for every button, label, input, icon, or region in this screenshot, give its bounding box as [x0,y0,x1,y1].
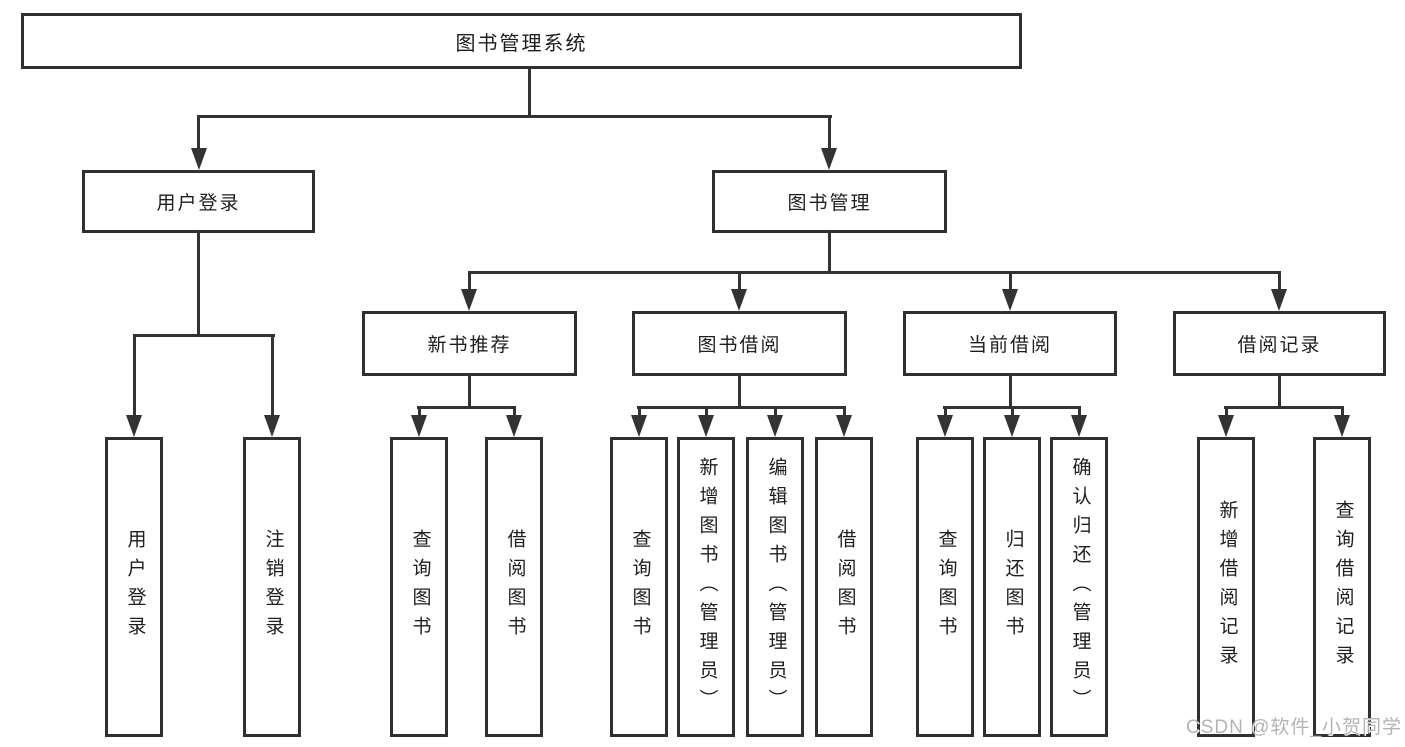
node-user-login-label: 用户登录 [156,193,241,214]
leaf-return-book-label: 归还图书 [1002,529,1024,645]
arrowhead-leaf-query-record [1334,415,1350,437]
leaf-query-borrow-record: 查询借阅记录 [1313,437,1371,737]
arrowhead-leaf-add-record [1218,415,1234,437]
connector-current-borrow-stem [1009,374,1012,408]
leaf-logout-label: 注销登录 [262,529,284,645]
leaf-confirm-return-admin: 确认归还（管理员） [1050,437,1108,737]
connector-borrow-record-rail [1224,406,1344,409]
leaf-add-book-admin: 新增图书（管理员） [677,437,735,737]
connector-borrow-record-drop-2 [1341,406,1344,417]
arrowhead-leaf-borrow-book-2 [836,415,852,437]
arrowhead-book-management [821,148,837,170]
leaf-query-book-1-label: 查询图书 [409,529,431,645]
arrowhead-leaf-confirm-return [1071,415,1087,437]
leaf-return-book: 归还图书 [983,437,1041,737]
connector-book-borrow-stem [738,374,741,408]
node-book-management-label: 图书管理 [787,193,872,214]
connector-user-login-drop-2 [271,334,274,417]
arrowhead-new-book-recommend [461,289,477,311]
node-book-borrow: 图书借阅 [632,311,847,376]
arrowhead-leaf-return-book [1004,415,1020,437]
connector-borrow-record-stem [1278,374,1281,408]
arrowhead-leaf-logout [264,415,280,437]
connector-root-rail [197,115,832,118]
connector-current-borrow-drop-1 [944,406,947,417]
leaf-add-borrow-record: 新增借阅记录 [1197,437,1255,737]
leaf-confirm-return-admin-label: 确认归还（管理员） [1069,456,1091,718]
connector-root-stem [528,68,531,117]
leaf-query-book-1: 查询图书 [390,437,448,737]
arrowhead-book-borrow [731,289,747,311]
node-new-book-recommend: 新书推荐 [362,311,577,376]
connector-borrow-record-drop-1 [1225,406,1228,417]
connector-book-borrow-drop-1 [638,406,641,417]
connector-current-borrow-drop-3 [1078,406,1081,417]
leaf-add-borrow-record-label: 新增借阅记录 [1216,500,1238,674]
leaf-query-borrow-record-label: 查询借阅记录 [1332,500,1354,674]
node-current-borrow-label: 当前借阅 [967,335,1052,356]
connector-user-login-stem [197,231,200,337]
leaf-user-login-label: 用户登录 [124,529,146,645]
leaf-query-book-2: 查询图书 [610,437,668,737]
connector-book-management-stem [828,231,831,274]
node-book-management: 图书管理 [712,170,947,233]
connector-book-borrow-drop-3 [774,406,777,417]
leaf-user-login: 用户登录 [105,437,163,737]
connector-root-drop-right [828,115,831,150]
leaf-edit-book-admin-label: 编辑图书（管理员） [765,456,787,718]
node-current-borrow: 当前借阅 [903,311,1117,376]
leaf-query-book-3-label: 查询图书 [935,529,957,645]
connector-book-borrow-drop-2 [705,406,708,417]
connector-new-book-drop-2 [513,406,516,417]
connector-current-borrow-drop-2 [1011,406,1014,417]
connector-drop-book-borrow [738,271,741,291]
leaf-query-book-2-label: 查询图书 [629,529,651,645]
connector-book-borrow-rail [637,406,846,409]
connector-book-management-rail [468,271,1281,274]
leaf-logout: 注销登录 [243,437,301,737]
node-new-book-recommend-label: 新书推荐 [427,335,512,356]
leaf-query-book-3: 查询图书 [916,437,974,737]
node-root-label: 图书管理系统 [455,32,588,55]
node-borrow-record-label: 借阅记录 [1237,335,1322,356]
arrowhead-user-login [191,148,207,170]
connector-drop-borrow-record [1278,271,1281,291]
node-user-login: 用户登录 [82,170,315,233]
arrowhead-borrow-record [1271,289,1287,311]
arrowhead-leaf-query-book-1 [411,415,427,437]
arrowhead-leaf-user-login [126,415,142,437]
connector-drop-current-borrow [1009,271,1012,291]
watermark: CSDN @软件_小贺同学 [1186,717,1402,738]
arrowhead-current-borrow [1002,289,1018,311]
connector-new-book-stem [468,374,471,408]
connector-user-login-drop-1 [133,334,136,417]
connector-book-borrow-drop-4 [843,406,846,417]
leaf-borrow-book-2-label: 借阅图书 [834,529,856,645]
leaf-edit-book-admin: 编辑图书（管理员） [746,437,804,737]
arrowhead-leaf-query-book-3 [937,415,953,437]
arrowhead-leaf-edit-book [767,415,783,437]
connector-user-login-rail [133,334,275,337]
leaf-borrow-book-1-label: 借阅图书 [504,529,526,645]
connector-drop-new-book [468,271,471,291]
arrowhead-leaf-query-book-2 [631,415,647,437]
leaf-add-book-admin-label: 新增图书（管理员） [696,456,718,718]
arrowhead-leaf-borrow-book-1 [506,415,522,437]
connector-new-book-drop-1 [418,406,421,417]
leaf-borrow-book-2: 借阅图书 [815,437,873,737]
node-book-borrow-label: 图书借阅 [697,335,782,356]
connector-new-book-rail [417,406,516,409]
arrowhead-leaf-add-book [698,415,714,437]
connector-root-drop-left [197,115,200,150]
node-root: 图书管理系统 [21,13,1022,69]
leaf-borrow-book-1: 借阅图书 [485,437,543,737]
node-borrow-record: 借阅记录 [1173,311,1386,376]
